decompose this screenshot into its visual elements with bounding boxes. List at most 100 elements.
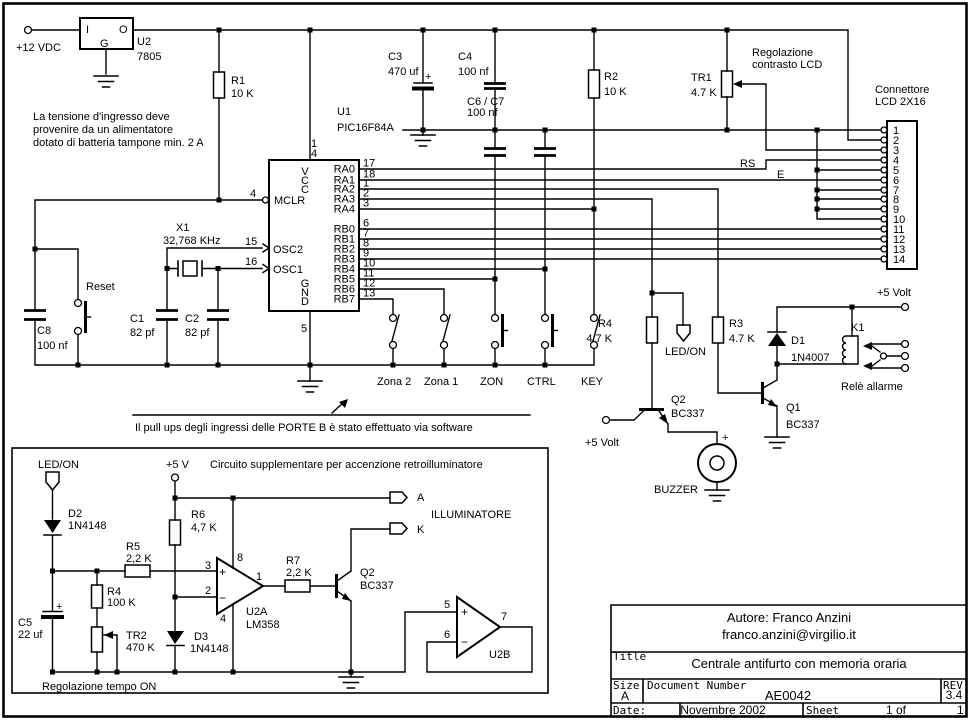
buzzer-plus: +: [722, 432, 728, 444]
backlight-subcircuit: Circuito supplementare per accenzione re…: [11, 447, 549, 694]
relay-coil: [841, 335, 859, 365]
pin-number: 7: [363, 228, 369, 240]
r6-ref: R6: [191, 509, 205, 521]
lcd-heading-2: LCD 2X16: [875, 96, 926, 108]
input-label: +12 VDC: [16, 42, 61, 54]
switch-label: Zona 1: [424, 376, 458, 388]
adjust-label: Regolazione tempo ON: [42, 681, 156, 693]
resistor-r4: [645, 316, 659, 344]
mcu-vcc-char: C: [301, 184, 309, 196]
switch-zona2: Zona 2: [377, 313, 411, 388]
k1-ref: K1: [851, 322, 864, 334]
d1-ref: D1: [791, 335, 805, 347]
c1-ref: C1: [130, 313, 144, 325]
led-on-label: LED/ON: [665, 346, 706, 358]
cathode-label: K: [417, 524, 425, 536]
resistor-r2: [587, 69, 601, 99]
buzzer-center: [709, 455, 725, 471]
title-block-grid: [610, 604, 968, 717]
title-block: Autore: Franco Anzini franco.anzini@virg…: [610, 604, 968, 717]
lcd-pin-circles: [880, 126, 888, 263]
r4-sub-ref: R4: [107, 586, 121, 598]
mcu-pin14-char: 4: [311, 148, 317, 160]
x1-ref: X1: [176, 222, 189, 234]
r1-value: 10 K: [231, 88, 254, 100]
q1-emitter-arrow-icon: [768, 399, 777, 407]
psu-note-2: provenire da un alimentatore: [33, 124, 173, 136]
u2a-pin4: 4: [220, 613, 226, 625]
svg-text:8: 8: [893, 194, 899, 206]
q2-sub-part: BC337: [360, 580, 394, 592]
psu-note-3: dotato di batteria tampone min. 2 A: [33, 137, 204, 149]
d2-part: 1N4148: [68, 520, 107, 532]
r5-ref: R5: [126, 541, 140, 553]
tr1-ref: TR1: [691, 72, 712, 84]
crystal-plates: [177, 260, 203, 277]
diode-d3: [167, 631, 184, 644]
c3-plus: +: [425, 71, 431, 83]
pin-name: RA4: [334, 204, 355, 216]
author-name: Autore: Franco Anzini: [727, 610, 851, 625]
c4-value: 100 nf: [458, 66, 490, 78]
d1-part: 1N4007: [791, 352, 830, 364]
switches-section: Zona 2 Zona 1 ZON CTRL KEY: [377, 313, 604, 388]
svg-text:3: 3: [893, 145, 899, 157]
led-on-connector-icon: [676, 324, 691, 343]
decoupling-section: + C3 470 uf C4 100 nf C6 / C7 100 nf R2 …: [388, 51, 627, 157]
mcu-vcc-char: V: [301, 166, 309, 178]
supply-left-label: +5 Volt: [585, 437, 619, 449]
relay-terminal: [900, 351, 910, 361]
outputs-section: R4 4.7 K R3 4.7 K LED/ON Q2 BC337 +5 Vol…: [585, 287, 911, 496]
clock-chevron-icon: [262, 243, 271, 274]
lcd-heading-1: Connettore: [875, 84, 929, 96]
pin-number: 12: [363, 278, 375, 290]
relay-terminal: [900, 339, 910, 349]
led-on-input-connector-icon: [45, 471, 60, 492]
pin-name: RB5: [334, 274, 355, 286]
mcu-gnd-char: N: [301, 287, 309, 299]
diode-d2: [44, 520, 61, 533]
tr1-value: 4.7 K: [691, 87, 717, 99]
switch-label: ZON: [480, 376, 503, 388]
sheet-total-value: 1: [957, 703, 964, 717]
switch-zona1: Zona 1: [424, 313, 458, 388]
pin-name: RB1: [334, 234, 355, 246]
u2a-pin2: 2: [205, 585, 211, 597]
docnum-field-label: Document Number: [647, 679, 747, 692]
button-ctrl: CTRL: [527, 313, 559, 388]
tr2-value: 470 K: [126, 642, 155, 654]
date-field-label: Date:: [613, 704, 646, 717]
r4-sub-value: 100 K: [107, 597, 136, 609]
svg-text:11: 11: [893, 224, 904, 236]
q1-part: BC337: [786, 419, 820, 431]
led-on-input-label: LED/ON: [38, 459, 79, 471]
u2a-part: LM358: [246, 619, 280, 631]
mcu-gnd-char: G: [301, 278, 310, 290]
r2-ref: R2: [604, 71, 618, 83]
diode-d1: [768, 333, 786, 346]
opamp-u2b-body: [456, 595, 502, 659]
d3-ref: D3: [194, 631, 208, 643]
size-value: A: [621, 689, 629, 703]
reset-label: Reset: [86, 281, 115, 293]
osc2-label: OSC2: [273, 244, 303, 256]
switch-blade: [391, 314, 400, 342]
switch-label: Zona 2: [377, 376, 411, 388]
subcircuit-title: Circuito supplementare per accenzione re…: [210, 459, 483, 471]
u2b-pin5: 5: [444, 599, 450, 611]
pin-name: RB7: [334, 294, 355, 306]
rev-value: 3.4: [946, 688, 963, 702]
pin-number: 6: [363, 218, 369, 230]
svg-text:6: 6: [893, 175, 899, 187]
svg-text:14: 14: [893, 254, 905, 266]
regulator-body: [79, 17, 134, 50]
mcu-vcc-char: C: [301, 175, 309, 187]
mcu-body: [268, 159, 360, 312]
size-field-label: Size: [613, 679, 640, 692]
reset-button-contact: [73, 326, 83, 336]
svg-text:1: 1: [893, 125, 899, 137]
c8-plates: [24, 309, 46, 321]
tr2-wiper-arrow-icon: [104, 631, 113, 639]
